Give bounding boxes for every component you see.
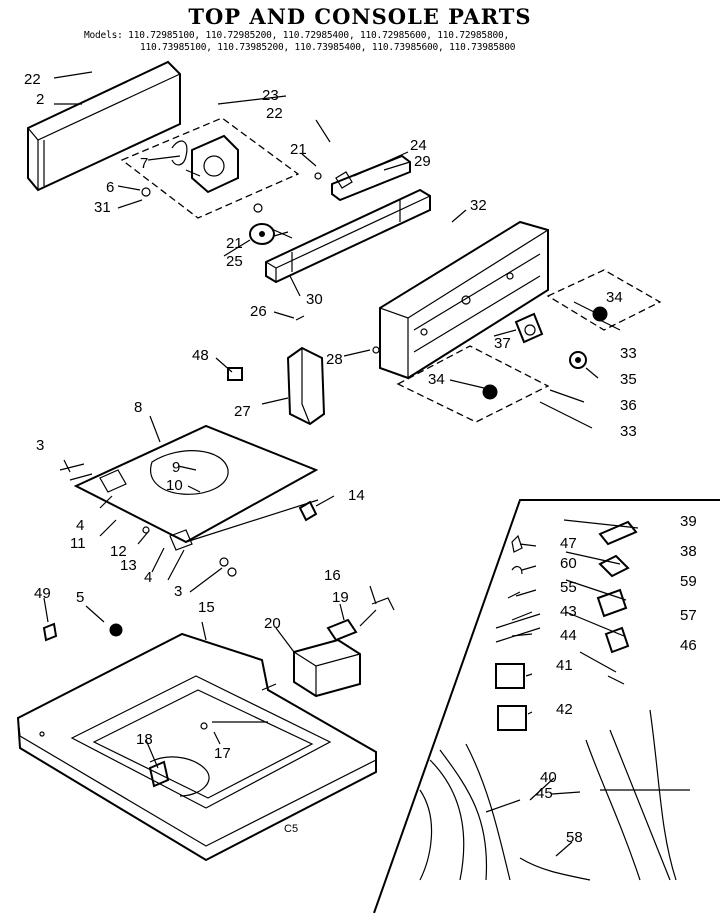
callout-49: 49 — [34, 585, 51, 602]
callout-23: 23 — [262, 87, 279, 104]
part-29-bracket — [314, 154, 411, 202]
part-15-washer-top — [16, 632, 377, 862]
callout-24: 24 — [410, 137, 427, 154]
callout-26: 26 — [250, 303, 267, 320]
callout-12: 12 — [110, 543, 127, 560]
callout-46: 46 — [680, 637, 697, 654]
callout-28: 28 — [326, 351, 343, 368]
callout-4: 4 — [144, 569, 152, 586]
callout-4: 4 — [76, 517, 84, 534]
callout-9: 9 — [172, 459, 180, 476]
part-33-knob-group-right — [396, 269, 662, 423]
part-8-plate — [59, 424, 319, 577]
footer-code: C5 — [284, 823, 298, 835]
part-25-switch — [249, 203, 293, 245]
callout-18: 18 — [136, 731, 153, 748]
callout-20: 20 — [264, 615, 281, 632]
callout-3: 3 — [174, 583, 182, 600]
part-number-callouts: 22 2 23 22 7 21 24 29 6 31 32 21 25 30 3… — [24, 71, 697, 846]
callout-39: 39 — [680, 513, 697, 530]
part-27-cover — [227, 315, 380, 426]
callout-48: 48 — [192, 347, 209, 364]
callout-27: 27 — [234, 403, 251, 420]
callout-33: 33 — [620, 423, 637, 440]
part-30-rail — [265, 188, 431, 284]
callout-55: 55 — [560, 579, 577, 596]
callout-58: 58 — [566, 829, 583, 846]
callout-5: 5 — [76, 589, 84, 606]
callout-59: 59 — [680, 573, 697, 590]
callout-21: 21 — [226, 235, 243, 252]
callout-6: 6 — [106, 179, 114, 196]
callout-31: 31 — [94, 199, 111, 216]
callout-44: 44 — [560, 627, 577, 644]
callout-57: 57 — [680, 607, 697, 624]
callout-13: 13 — [120, 557, 137, 574]
callout-21: 21 — [290, 141, 307, 158]
callout-11: 11 — [70, 535, 86, 552]
callout-10: 10 — [166, 477, 183, 494]
callout-34: 34 — [428, 371, 445, 388]
part-32-console — [379, 220, 549, 380]
part-2-console-panel — [27, 60, 181, 192]
callout-22: 22 — [266, 105, 283, 122]
callout-19: 19 — [332, 589, 349, 606]
callout-47: 47 — [560, 535, 577, 552]
models-values-1: 110.72985100, 110.72985200, 110.72985400… — [128, 30, 510, 41]
callout-25: 25 — [226, 253, 243, 270]
callout-14: 14 — [348, 487, 365, 504]
callout-30: 30 — [306, 291, 323, 308]
callout-38: 38 — [680, 543, 697, 560]
callout-33: 33 — [620, 345, 637, 362]
part-49-5-fasteners — [42, 622, 123, 642]
callout-35: 35 — [620, 371, 637, 388]
callout-34: 34 — [606, 289, 623, 306]
callout-43: 43 — [560, 603, 577, 620]
callout-60: 60 — [560, 555, 577, 572]
callout-37: 37 — [494, 335, 511, 352]
callout-42: 42 — [556, 701, 573, 718]
inset-parts-box — [373, 499, 720, 913]
model-list-line-1: Models: 110.72985100, 110.72985200, 110.… — [84, 30, 509, 41]
callout-2: 2 — [36, 91, 44, 108]
callout-3: 3 — [36, 437, 44, 454]
part-20-switch-box — [293, 597, 395, 698]
callout-40: 40 — [540, 769, 557, 786]
callout-16: 16 — [324, 567, 341, 584]
callout-8: 8 — [134, 399, 142, 416]
callout-7: 7 — [140, 155, 148, 172]
diagram-title: TOP AND CONSOLE PARTS — [188, 4, 532, 29]
callout-45: 45 — [536, 785, 553, 802]
leader-lines — [43, 71, 639, 857]
callout-36: 36 — [620, 397, 637, 414]
callout-32: 32 — [470, 197, 487, 214]
callout-17: 17 — [214, 745, 231, 762]
model-list-line-2: 110.73985100, 110.73985200, 110.73985400… — [140, 42, 516, 53]
callout-41: 41 — [556, 657, 573, 674]
callout-15: 15 — [198, 599, 215, 616]
part-7-timer-assembly — [120, 117, 300, 219]
callout-22: 22 — [24, 71, 41, 88]
callout-29: 29 — [414, 153, 431, 170]
models-label: Models: — [84, 30, 123, 41]
